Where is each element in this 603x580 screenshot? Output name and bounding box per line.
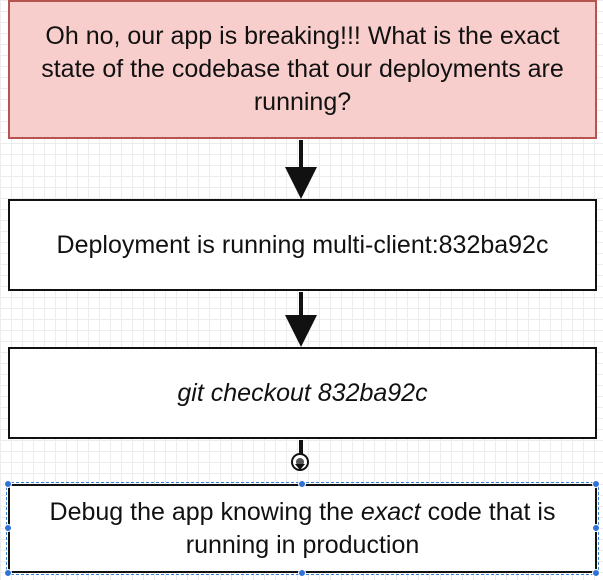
resize-handle-top-right[interactable] [592, 480, 600, 488]
problem-node-label: Oh no, our app is breaking!!! What is th… [41, 22, 564, 116]
deployment-node[interactable]: Deployment is running multi-client:832ba… [8, 199, 597, 291]
debug-node-label: Debug the app knowing the exact code tha… [12, 496, 593, 562]
debug-text-after: code that is running in production [185, 497, 556, 559]
resize-handle-middle-left[interactable] [4, 524, 12, 532]
connector-drag-handle-icon[interactable] [290, 452, 310, 472]
resize-handle-bottom-left[interactable] [4, 569, 12, 577]
debug-text-emphasis: exact [360, 497, 421, 526]
resize-handle-middle-right[interactable] [592, 524, 600, 532]
resize-handle-bottom-right[interactable] [592, 569, 600, 577]
resize-handle-top-left[interactable] [4, 480, 12, 488]
deployment-node-label: Deployment is running multi-client:832ba… [56, 230, 549, 259]
resize-handle-bottom-center[interactable] [298, 569, 306, 577]
checkout-node[interactable]: git checkout 832ba92c [8, 347, 597, 439]
checkout-node-label: git checkout 832ba92c [177, 378, 428, 407]
problem-node[interactable]: Oh no, our app is breaking!!! What is th… [8, 0, 597, 139]
debug-text-before: Debug the app knowing the [49, 497, 361, 526]
resize-handle-top-center[interactable] [298, 480, 306, 488]
debug-node[interactable]: Debug the app knowing the exact code tha… [6, 482, 599, 575]
